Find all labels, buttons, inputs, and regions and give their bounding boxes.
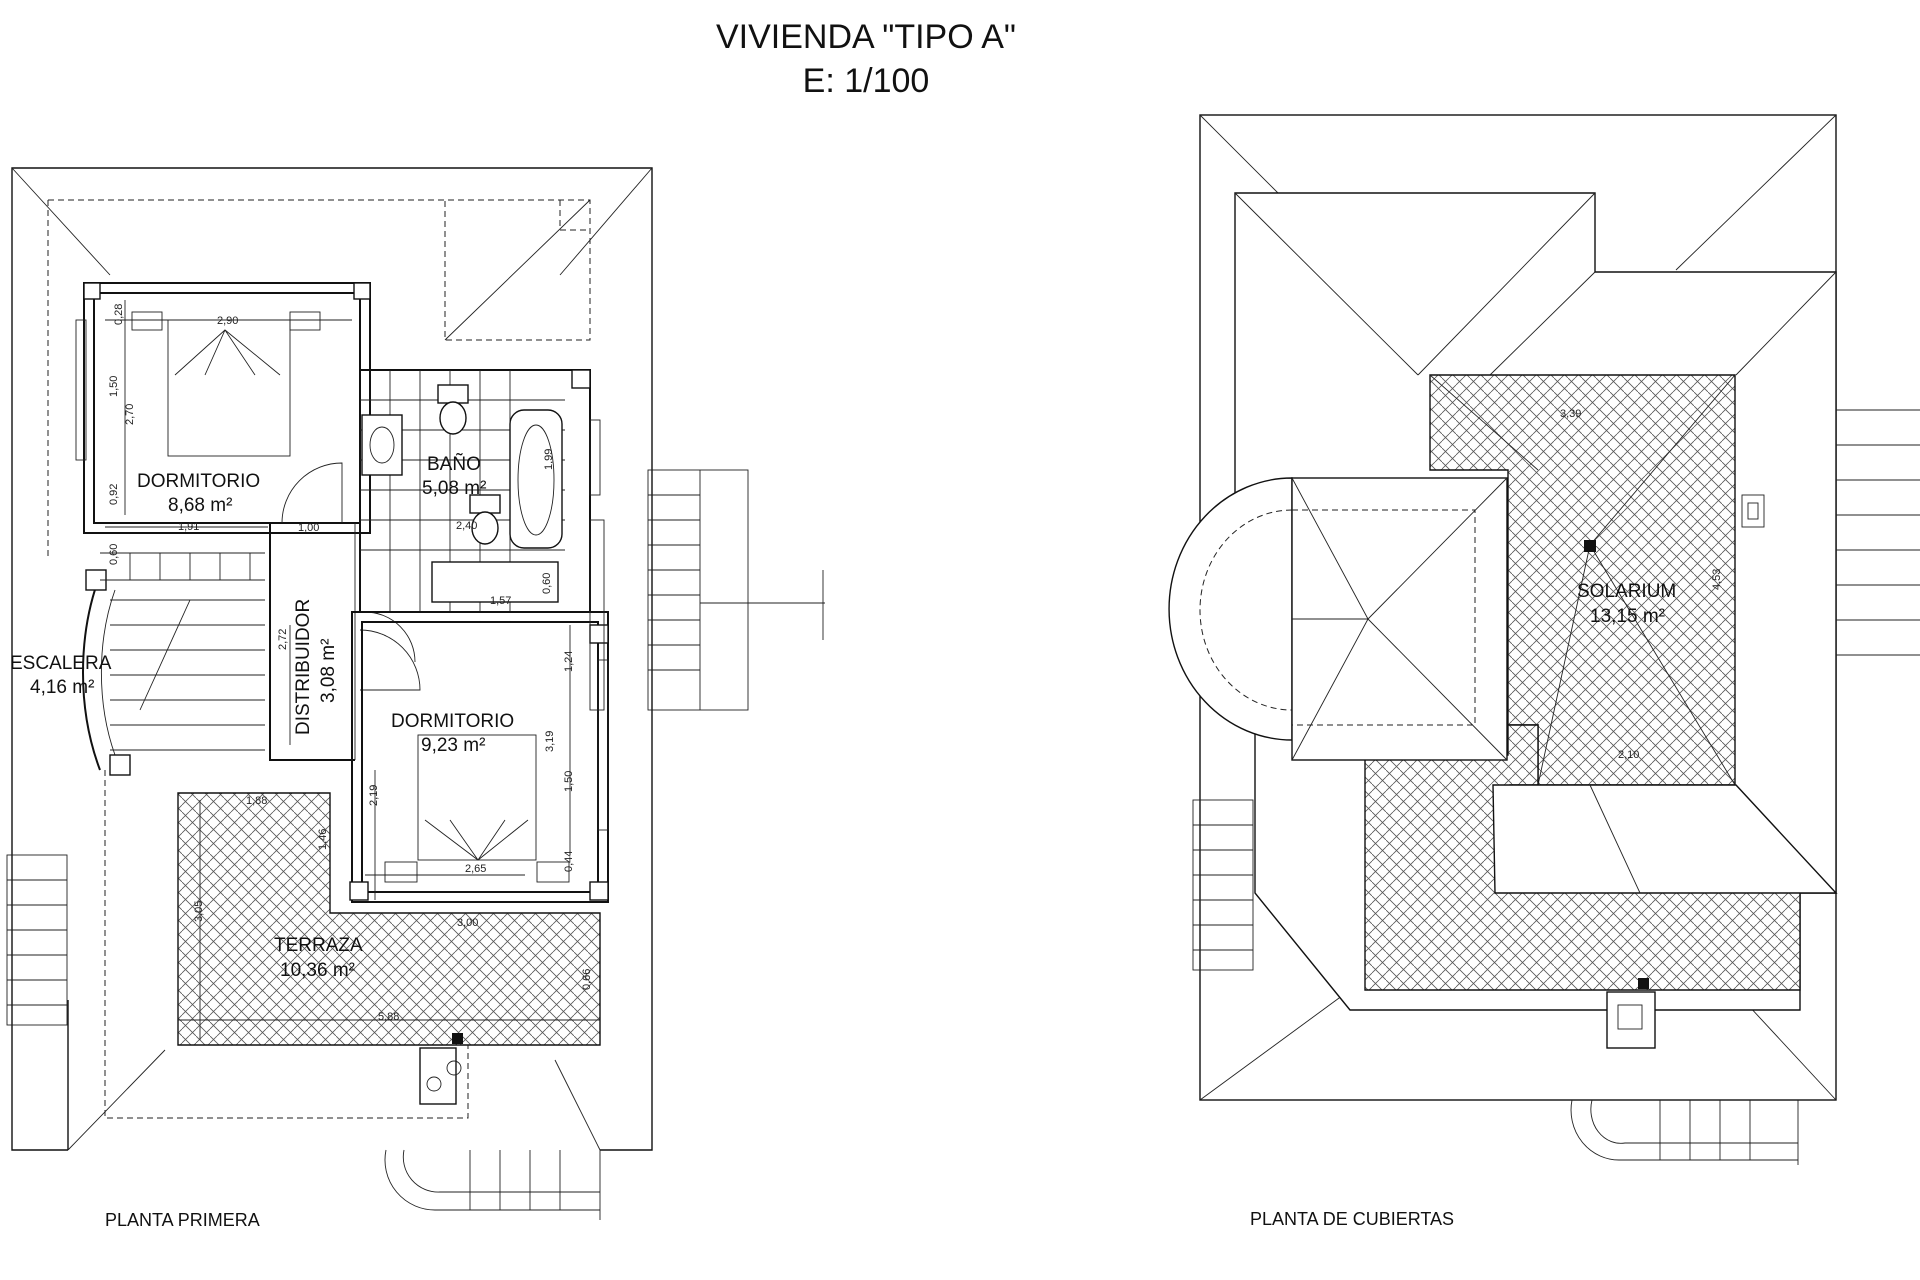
dimension-label: 1,24 bbox=[563, 651, 575, 672]
door-swing-icon bbox=[281, 462, 343, 524]
dimension-label: 1,57 bbox=[490, 595, 511, 607]
dimension-label: 0,60 bbox=[541, 573, 553, 594]
roof-plan-stair-bottom bbox=[1570, 1099, 1799, 1165]
dimension-label: 3,05 bbox=[193, 901, 205, 922]
room-area-bedroom-1: 8,68 m² bbox=[168, 495, 232, 516]
stair-treads bbox=[100, 552, 265, 751]
sink-icon bbox=[361, 414, 403, 476]
roof-hip-lower-right bbox=[1492, 784, 1838, 894]
room-name-solarium: SOLARIUM bbox=[1577, 581, 1676, 602]
dimension-label: 0,44 bbox=[563, 851, 575, 872]
dimension-label: 2,10 bbox=[1618, 749, 1639, 761]
room-name-bedroom-2: DORMITORIO bbox=[391, 711, 514, 732]
dimension-label: 3,39 bbox=[1560, 408, 1581, 420]
room-name-stair: ESCALERA bbox=[10, 653, 112, 674]
dimension-label: 3,00 bbox=[457, 917, 478, 929]
floor-plan-first-floor bbox=[6, 167, 825, 1220]
room-area-bathroom: 5,08 m² bbox=[422, 478, 486, 499]
dimension-label: 3,19 bbox=[544, 731, 556, 752]
dimension-label: 1,46 bbox=[317, 829, 329, 850]
bed-2-icon bbox=[417, 734, 537, 861]
exterior-stair-bottom bbox=[384, 1149, 601, 1220]
dimension-label: 2,90 bbox=[217, 315, 238, 327]
room-area-terrace: 10,36 m² bbox=[280, 960, 355, 981]
dimension-label: 1,00 bbox=[298, 522, 319, 534]
caption-roof-plan: PLANTA DE CUBIERTAS bbox=[1250, 1209, 1454, 1229]
room-name-terrace: TERRAZA bbox=[274, 935, 363, 956]
sheet-title: VIVIENDA "TIPO A" bbox=[716, 18, 1016, 56]
eave-outline bbox=[11, 167, 653, 1151]
exterior-stair-left bbox=[6, 854, 68, 1026]
room-area-bedroom-2: 9,23 m² bbox=[421, 735, 485, 756]
bed-1-icon bbox=[167, 319, 291, 457]
dimension-label: 2,40 bbox=[456, 520, 477, 532]
roof-plan-stair-right bbox=[1836, 409, 1920, 656]
dimension-label: 0,92 bbox=[108, 484, 120, 505]
dimension-label: 0,60 bbox=[108, 544, 120, 565]
room-area-stair: 4,16 m² bbox=[30, 677, 94, 698]
dimension-label: 2,72 bbox=[277, 629, 289, 650]
dimension-label: 2,70 bbox=[124, 404, 136, 425]
dimension-label: 4,53 bbox=[1711, 569, 1723, 590]
dimension-label: 1,50 bbox=[563, 771, 575, 792]
dimension-label: 1,91 bbox=[178, 521, 199, 533]
dimension-label: 0,28 bbox=[113, 304, 125, 325]
dimension-label: 2,65 bbox=[465, 863, 486, 875]
room-area-hallway: 3,08 m² bbox=[318, 639, 339, 703]
dimension-label: 1,88 bbox=[246, 795, 267, 807]
room-name-hallway: DISTRIBUIDOR bbox=[293, 599, 314, 735]
dimension-label: 5,88 bbox=[378, 1011, 399, 1023]
dimension-label: 1,50 bbox=[108, 376, 120, 397]
hallway-walls bbox=[269, 523, 355, 761]
roof-plan-stair-left bbox=[1192, 799, 1254, 971]
room-name-bathroom: BAÑO bbox=[427, 453, 481, 475]
bedroom-1-walls bbox=[83, 282, 371, 534]
stair-curve bbox=[81, 574, 101, 771]
sheet-scale: E: 1/100 bbox=[803, 62, 930, 100]
toilet-icon bbox=[437, 384, 469, 404]
exterior-stair-right bbox=[647, 469, 825, 711]
room-area-solarium: 13,15 m² bbox=[1590, 606, 1665, 627]
dimension-label: 2,19 bbox=[368, 785, 380, 806]
room-name-bedroom-1: DORMITORIO bbox=[137, 471, 260, 492]
dashed-eave-line bbox=[48, 199, 591, 341]
terrace-floor bbox=[177, 792, 601, 1046]
roof-plan bbox=[1168, 114, 1920, 1165]
turret-dome bbox=[1168, 477, 1293, 741]
caption-first-floor: PLANTA PRIMERA bbox=[105, 1210, 260, 1230]
dimension-label: 0,66 bbox=[581, 969, 593, 990]
bathtub-icon bbox=[509, 409, 563, 549]
dimension-label: 1,99 bbox=[543, 449, 555, 470]
